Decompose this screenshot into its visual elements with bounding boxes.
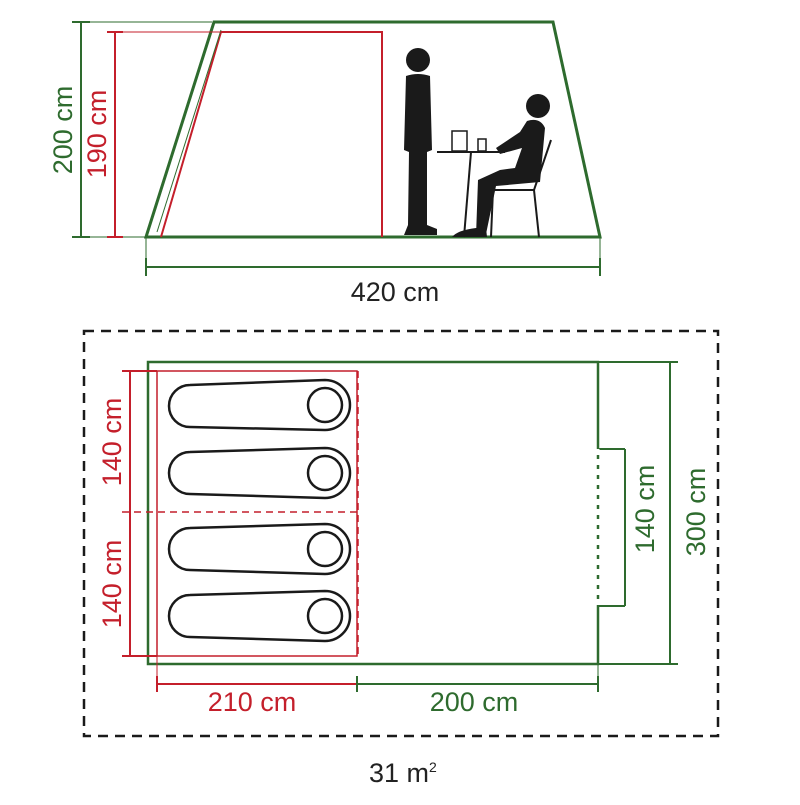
living-depth-dimension [356, 664, 599, 692]
table-icon [437, 130, 505, 238]
total-width-label: 300 cm [681, 468, 711, 557]
inner-wall-line [156, 29, 222, 233]
living-depth-label: 200 cm [430, 687, 519, 717]
bedroom-width-top-label: 140 cm [97, 398, 127, 487]
height-190-label: 190 cm [82, 90, 112, 179]
bedroom-inner-outline [160, 31, 383, 238]
height-200-label: 200 cm [48, 86, 78, 175]
standing-person-icon [404, 48, 437, 235]
height-190-dimension [107, 31, 221, 238]
total-width-dimension [598, 361, 678, 665]
bedroom-area-outline [156, 370, 358, 657]
door-width-dimension [596, 448, 626, 607]
footprint-dashed-outline [82, 329, 720, 738]
length-420-dimension [145, 237, 601, 276]
sleeping-bag [167, 522, 352, 576]
seated-person-icon [452, 94, 550, 237]
door-width-label: 140 cm [630, 465, 660, 554]
length-420-label: 420 cm [351, 277, 440, 307]
sleeping-bag-icons [167, 378, 352, 643]
side-view: 200 cm 190 cm 420 cm [48, 20, 602, 307]
bedroom-depth-label: 210 cm [208, 687, 297, 717]
bedroom-width-dimensions [122, 370, 157, 657]
area-unit-superscript: 2 [429, 759, 437, 775]
bedroom-depth-dimension [156, 656, 357, 692]
sleeping-bag [167, 446, 352, 500]
bedroom-width-bottom-label: 140 cm [97, 540, 127, 629]
total-area-label: 31 m2 [369, 758, 437, 788]
sleeping-bag [167, 589, 352, 643]
tent-outer-outline [143, 20, 602, 239]
floor-plan: 140 cm 140 cm 210 cm 200 cm 140 cm [82, 329, 720, 738]
sleeping-bag [167, 378, 352, 432]
